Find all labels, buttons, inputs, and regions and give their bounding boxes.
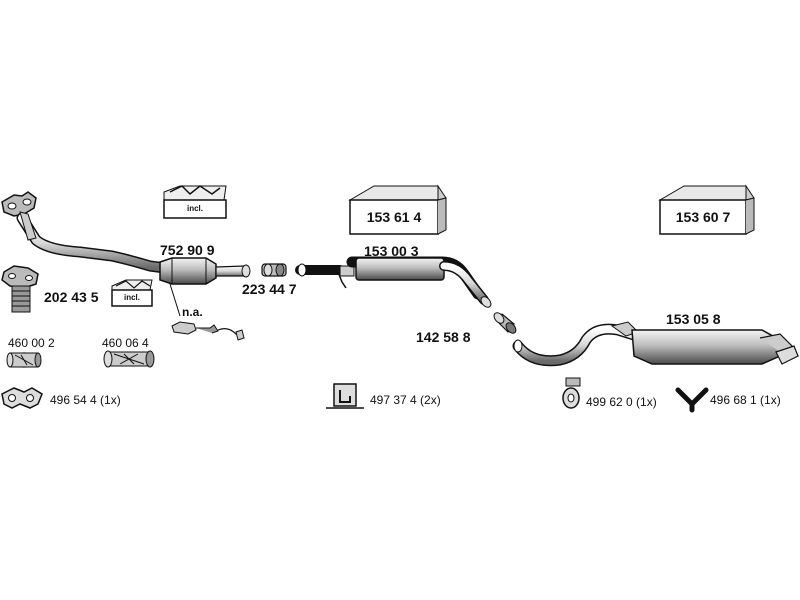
label-153003: 153 00 3 bbox=[364, 243, 419, 259]
rear-muffler-153058 bbox=[512, 321, 799, 367]
label-153058: 153 05 8 bbox=[666, 311, 721, 327]
gasket-460002 bbox=[6, 352, 42, 368]
label-460002: 460 00 2 bbox=[8, 336, 55, 350]
front-pipe-752909 bbox=[16, 211, 171, 274]
rubber-mount-499620 bbox=[562, 377, 581, 409]
incl-label-top: incl. bbox=[186, 204, 203, 213]
clip-496681 bbox=[675, 387, 709, 413]
box-label-153614: 153 61 4 bbox=[366, 209, 422, 225]
label-497374: 497 37 4 (2x) bbox=[370, 393, 441, 407]
clamp-223447 bbox=[261, 263, 287, 277]
incl-box-top bbox=[163, 185, 227, 219]
label-752909: 752 90 9 bbox=[160, 242, 215, 258]
lambda-sensor bbox=[169, 283, 245, 341]
incl-label-bottom: incl. bbox=[123, 293, 140, 302]
label-460064: 460 06 4 bbox=[102, 336, 149, 350]
gasket-496544 bbox=[1, 387, 43, 409]
label-496544: 496 54 4 (1x) bbox=[50, 393, 121, 407]
clamp-142588 bbox=[493, 312, 517, 334]
label-496681: 496 68 1 (1x) bbox=[710, 393, 781, 407]
box-153614 bbox=[348, 184, 447, 235]
incl-box-bottom bbox=[111, 279, 153, 307]
box-label-153607: 153 60 7 bbox=[675, 209, 731, 225]
label-223447: 223 44 7 bbox=[242, 281, 297, 297]
bracket-497374 bbox=[326, 383, 364, 409]
label-499620: 499 62 0 (1x) bbox=[586, 395, 657, 409]
label-na: n.a. bbox=[182, 305, 203, 319]
box-153607 bbox=[658, 184, 755, 235]
gasket-460064 bbox=[103, 350, 155, 368]
catalytic-converter bbox=[159, 257, 251, 285]
manifold-flange bbox=[1, 191, 37, 217]
flex-bellows-202435 bbox=[1, 265, 39, 313]
label-142588: 142 58 8 bbox=[416, 329, 471, 345]
middle-pipe-153003 bbox=[295, 256, 492, 308]
label-202435: 202 43 5 bbox=[44, 289, 99, 305]
